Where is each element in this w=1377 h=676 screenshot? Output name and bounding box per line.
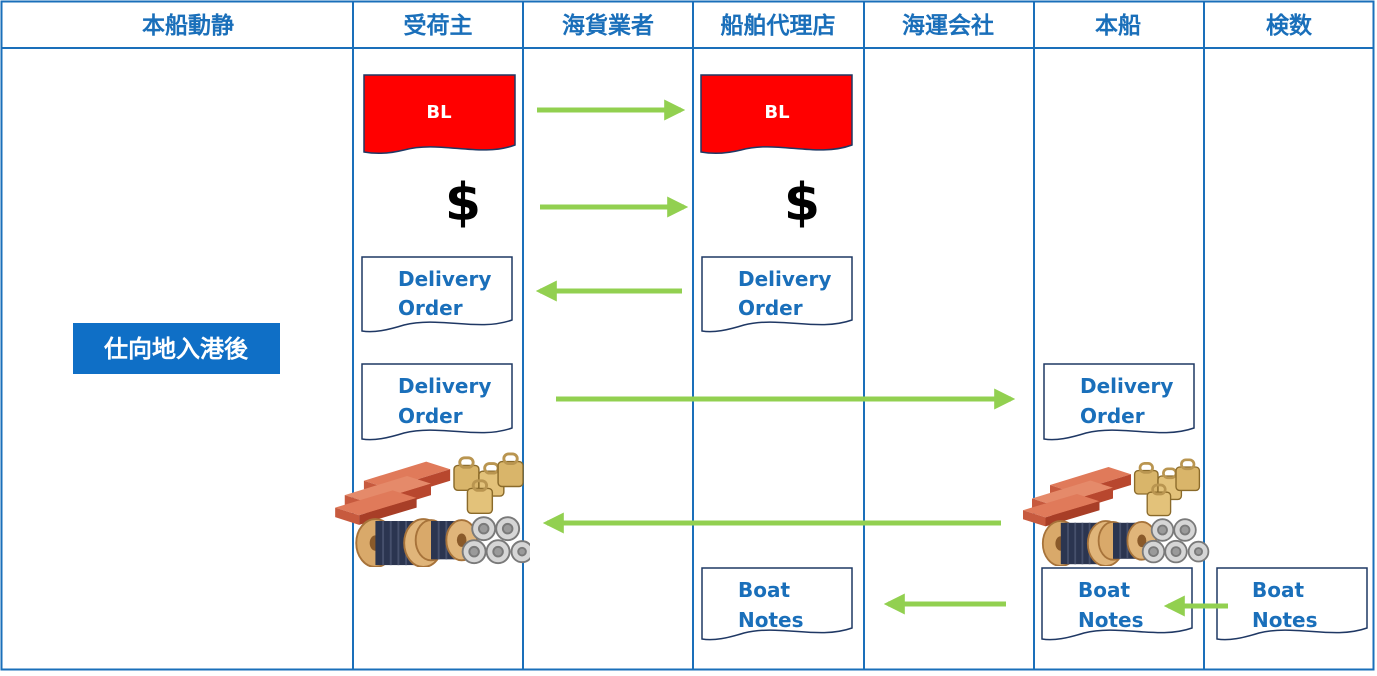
doc-line-1: Boat [1078,578,1130,602]
boat-notes-tally: Boat Notes [1216,567,1368,641]
header-tally: 検数 [1266,13,1313,39]
doc-line-1: Delivery [398,267,491,291]
doc-line-2: Notes [1078,608,1144,632]
header-forwarder: 海貨業者 [562,12,654,39]
boat-notes-vessel: Boat Notes [1041,567,1193,641]
payment-dollar-consignee: $ [445,173,481,233]
doc-line-1: Boat [1252,578,1304,602]
doc-line-1: Delivery [738,267,831,291]
column-headers: 本船動静 受荷主 海貨業者 船舶代理店 海運会社 本船 検数 [142,12,1313,39]
phase-label: 仕向地入港後 [103,335,249,363]
header-vessel-movement: 本船動静 [142,12,234,39]
boat-notes-agent: Boat Notes [701,567,853,641]
header-shipping-company: 海運会社 [902,12,994,39]
doc-line-2: Notes [1252,608,1318,632]
header-ship-agent: 船舶代理店 [721,12,836,39]
delivery-order-agent: Delivery Order [701,256,853,333]
flow-arrows [535,99,1228,617]
doc-line-2: Notes [738,608,804,632]
header-consignee: 受荷主 [404,12,473,39]
doc-line-1: Delivery [398,374,491,398]
doc-line-2: Order [398,404,463,428]
bl-label: BL [764,102,789,123]
header-vessel: 本船 [1095,12,1141,39]
bl-label: BL [426,102,451,123]
doc-line-2: Order [738,296,803,320]
bl-document-consignee: BL [363,74,516,155]
delivery-order-consignee-1: Delivery Order [361,256,513,333]
delivery-order-consignee-2: Delivery Order [361,363,513,441]
phase-label-box [73,323,280,374]
doc-line-2: Order [1080,404,1145,428]
delivery-order-vessel: Delivery Order [1043,363,1195,441]
payment-dollar-agent: $ [784,173,820,233]
doc-line-1: Boat [738,578,790,602]
doc-line-1: Delivery [1080,374,1173,398]
doc-line-2: Order [398,296,463,320]
bl-document-agent: BL [700,74,853,155]
